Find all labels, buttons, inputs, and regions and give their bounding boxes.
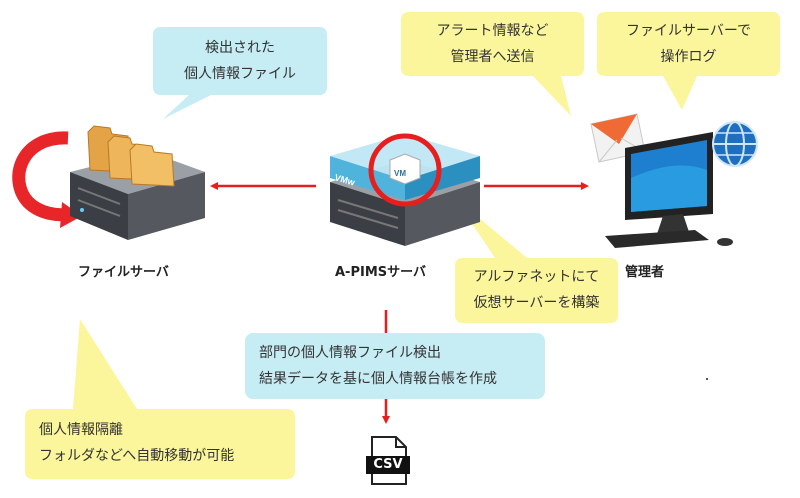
callout-quarantine-line1: 個人情報隔離 [39,422,123,438]
csv-label: CSV [373,457,403,472]
folder-icon [87,125,175,187]
callout-dept-line1: 部門の個人情報ファイル検出 [259,345,441,361]
callout-quarantine-line2: フォルダなどへ自動移動が可能 [39,448,235,464]
apims-server-graphic: VMw VM [330,133,480,246]
file-server-label: ファイルサーバ [78,265,169,280]
callout-vs-line1: アルファネットにて [473,269,600,285]
csv-file-icon: CSV [366,436,410,486]
callout-alert-line1: アラート情報など [436,23,549,39]
callout-department-scan: 部門の個人情報ファイル検出 結果データを基に個人情報台帳を作成 [245,333,545,399]
vm-badge: VM [394,169,406,178]
callout-detected-files: 検出された 個人情報ファイル [153,27,327,119]
monitor-icon [605,132,733,248]
highlight-circle [368,133,442,207]
callout-quarantine: 個人情報隔離 フォルダなどへ自動移動が可能 [25,319,295,479]
apims-server-label: A-PIMSサーバ [335,265,426,280]
callout-detected-line1: 検出された [205,40,275,56]
vm-box-icon: VMw VM [330,134,480,200]
admin-pc-graphic [590,113,758,248]
callout-alert-line2: 管理者へ送信 [450,49,535,65]
callout-dept-line2: 結果データを基に個人情報台帳を作成 [259,371,497,387]
callout-log-line1: ファイルサーバーで [625,23,752,39]
callout-vs-line2: 仮想サーバーを構築 [473,295,600,311]
globe-icon [712,121,758,167]
callout-detected-line2: 個人情報ファイル [184,66,296,82]
callout-operation-log: ファイルサーバーで 操作ログ [597,12,780,110]
callout-log-line2: 操作ログ [660,49,717,65]
admin-label: 管理者 [625,265,665,280]
callout-alert: アラート情報など 管理者へ送信 [401,12,584,116]
callout-virtual-server: アルファネットにて 仮想サーバーを構築 [455,198,618,323]
file-server-graphic [12,125,205,240]
stray-dot [706,378,708,380]
